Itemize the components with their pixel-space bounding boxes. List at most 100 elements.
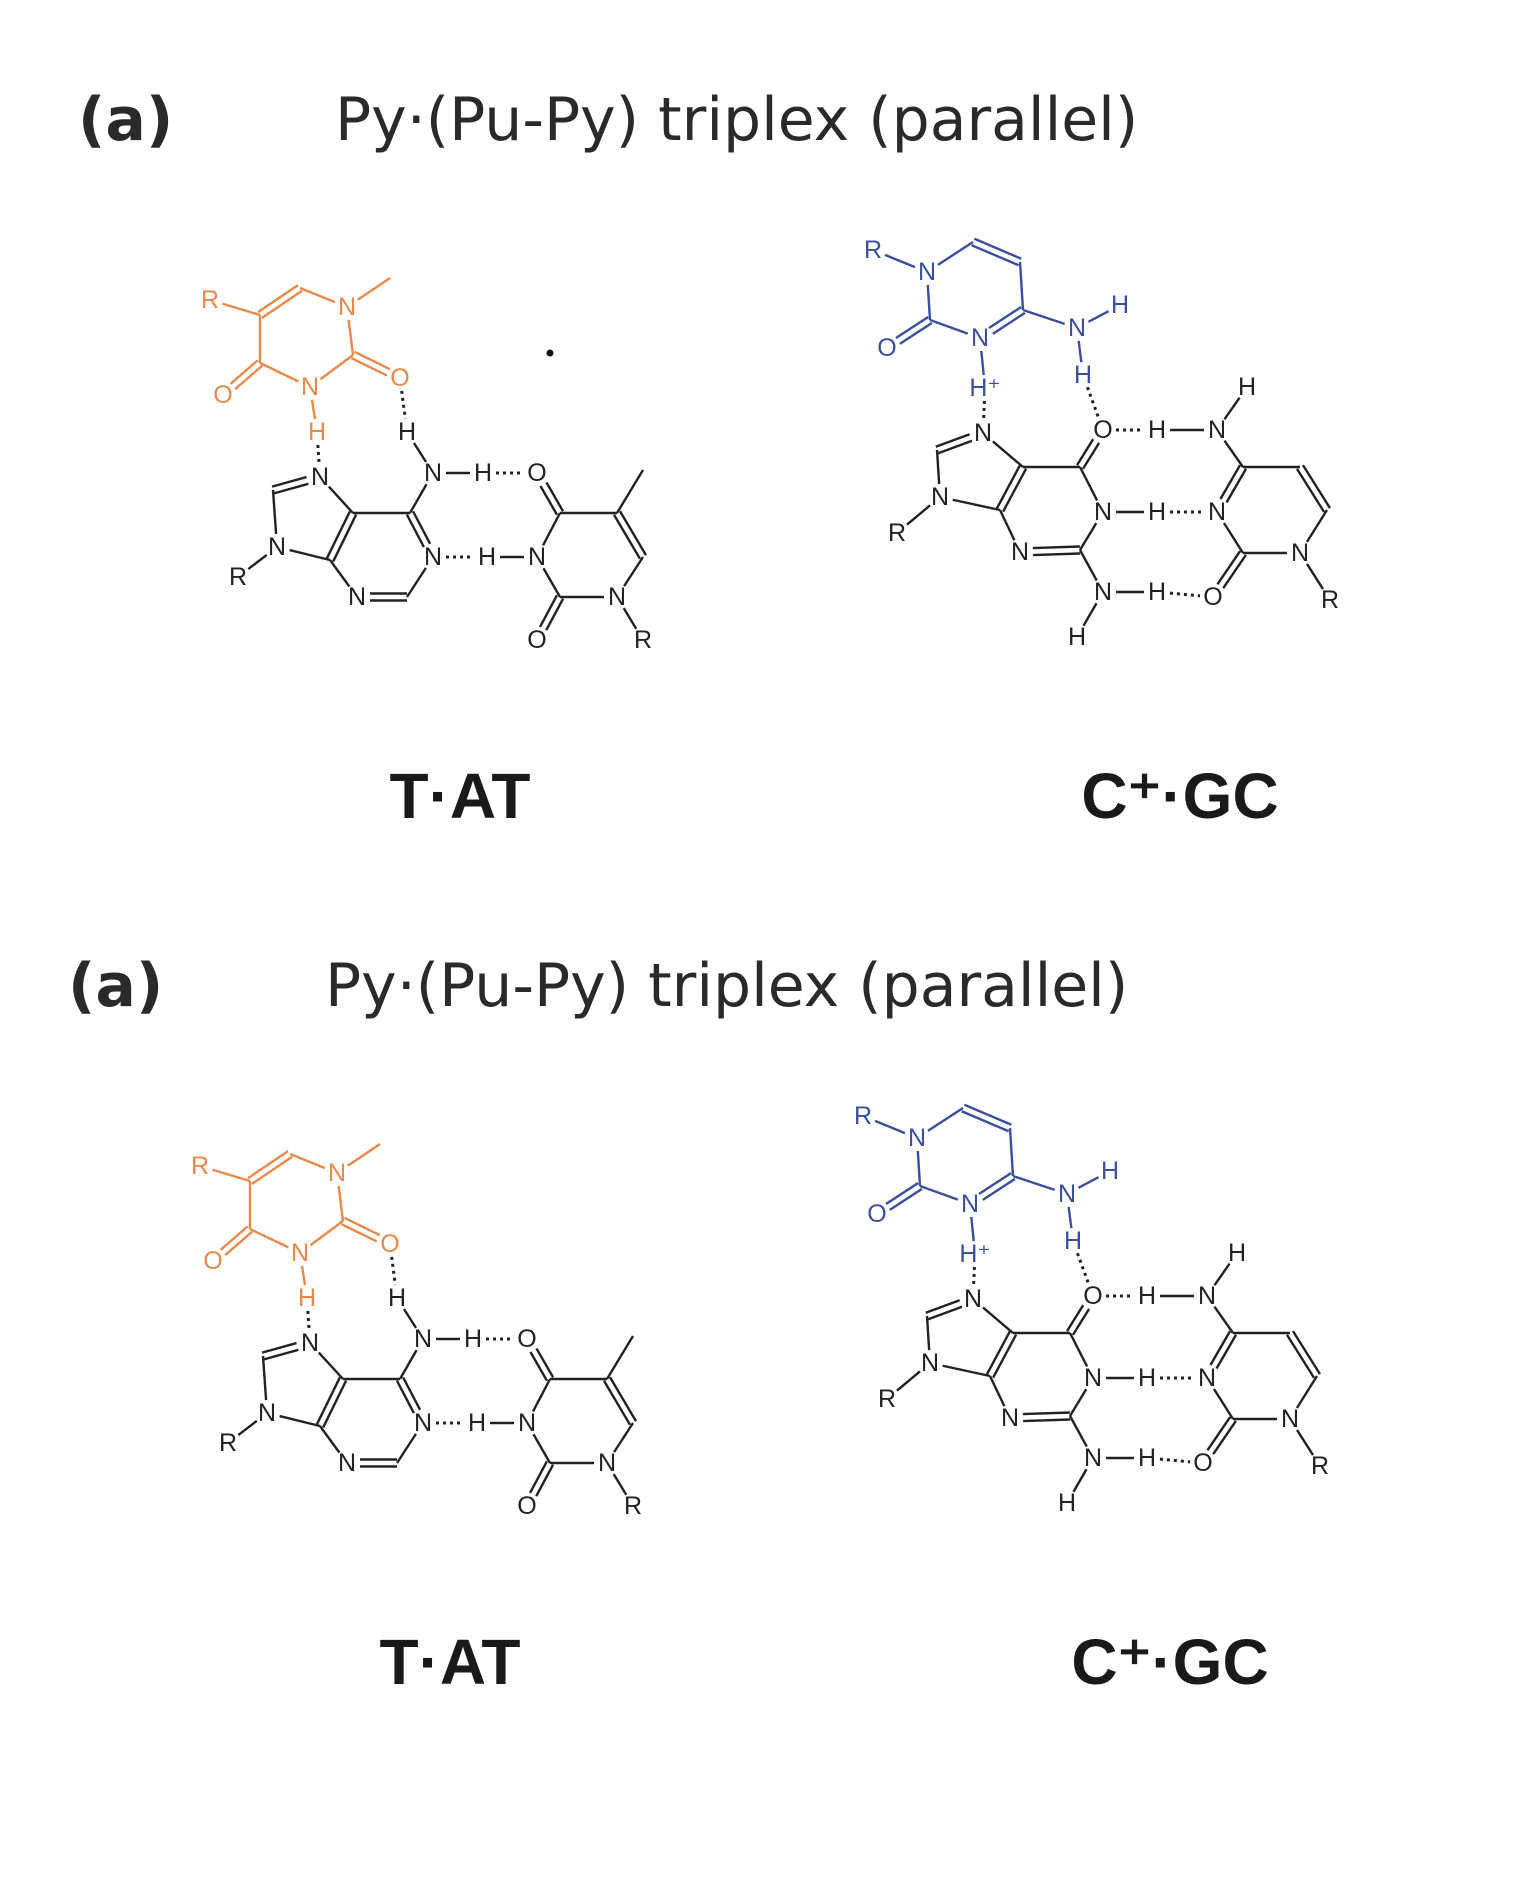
- double-bond-line: [545, 481, 565, 512]
- atom-label: O: [380, 1230, 399, 1258]
- atom-label: H: [478, 543, 496, 571]
- atom-label: O: [527, 459, 546, 487]
- double-bond-line: [1286, 1334, 1316, 1379]
- double-bond-line: [234, 364, 264, 391]
- atom-label: H: [474, 459, 492, 487]
- bond: [906, 504, 931, 526]
- atom-label: H: [1148, 416, 1166, 444]
- bond: [1223, 439, 1244, 468]
- bond: [884, 253, 916, 269]
- double-bond-line: [271, 475, 307, 488]
- bond: [1072, 1468, 1088, 1493]
- bond: [937, 240, 974, 266]
- atom-label: R: [191, 1152, 209, 1180]
- atom-label: O: [390, 364, 409, 392]
- double-bond-line: [1023, 1418, 1071, 1423]
- atom-label: N: [1291, 539, 1309, 567]
- atom-label: N: [964, 1285, 982, 1313]
- double-bond-line: [402, 1376, 422, 1411]
- bond: [398, 1349, 418, 1380]
- atom-label: N: [931, 483, 949, 511]
- bond: [327, 485, 354, 514]
- atom-label: H: [468, 1409, 486, 1437]
- double-bond-line: [219, 1225, 249, 1251]
- hydrogen-bond: [400, 390, 407, 420]
- atom-label: R: [1311, 1452, 1329, 1480]
- atom-label: N: [414, 1409, 432, 1437]
- double-bond-line: [344, 1216, 381, 1237]
- double-bond-line: [405, 514, 425, 548]
- atom-label: R: [201, 286, 219, 314]
- hydrogen-bond: [1159, 1457, 1191, 1464]
- atom-label: H: [1068, 623, 1086, 651]
- bond: [212, 1168, 251, 1183]
- bond: [299, 286, 336, 304]
- double-bond-line: [992, 1334, 1018, 1379]
- bond: [1077, 1176, 1100, 1189]
- bond: [1022, 308, 1066, 326]
- double-bond-line: [1066, 1304, 1085, 1332]
- bond: [542, 567, 562, 598]
- double-bond-line: [988, 306, 1022, 329]
- atom-label: O: [1083, 1282, 1102, 1310]
- atom-label: N: [908, 1124, 926, 1152]
- atom-label: N: [1198, 1282, 1216, 1310]
- bond: [412, 442, 428, 463]
- hydrogen-bond: [316, 444, 321, 465]
- double-bond-line: [1076, 438, 1095, 466]
- double-bond-line: [1222, 554, 1247, 589]
- atom-label: N: [971, 324, 989, 352]
- double-bond-line: [1071, 1308, 1091, 1336]
- atom-label: N: [311, 463, 329, 491]
- double-bond-line: [251, 1155, 293, 1185]
- atom-label: N: [1011, 538, 1029, 566]
- double-bond-line: [978, 1172, 1012, 1195]
- atom-label: R: [624, 1492, 642, 1520]
- atom-label: N: [1208, 416, 1226, 444]
- atom-label: O: [877, 334, 896, 362]
- atom-label: O: [517, 1492, 536, 1520]
- atom-label: N: [414, 1325, 432, 1353]
- atom-label: N: [328, 1159, 346, 1187]
- atom-label: N: [338, 293, 356, 321]
- atom-label: O: [203, 1247, 222, 1275]
- bond: [998, 509, 1016, 541]
- bond: [1223, 396, 1241, 421]
- panel-tag: (a): [68, 951, 163, 1021]
- atom-label: O: [527, 626, 546, 654]
- double-bond-line: [608, 1376, 638, 1422]
- double-bond-line: [1225, 468, 1248, 504]
- double-bond-line: [1002, 468, 1028, 513]
- bond: [347, 1143, 381, 1167]
- bond: [329, 559, 351, 588]
- double-bond-line: [528, 1460, 548, 1494]
- double-bond-line: [229, 359, 259, 385]
- bond: [1012, 1174, 1056, 1192]
- double-bond-line: [1032, 545, 1080, 550]
- hydrogen-bond: [1086, 386, 1100, 419]
- c-gc-label: C⁺·GC: [1071, 1626, 1268, 1698]
- double-bond-line: [963, 1103, 1012, 1126]
- atom-label: H: [1101, 1157, 1119, 1185]
- bond: [926, 284, 932, 321]
- bond: [319, 1425, 341, 1454]
- bond: [916, 1150, 922, 1187]
- bond: [615, 469, 645, 514]
- atom-label: H: [1064, 1227, 1082, 1255]
- bond: [1078, 549, 1098, 582]
- bond: [896, 1370, 921, 1392]
- atom-label: H: [1238, 373, 1256, 401]
- hydrogen-bond: [982, 400, 986, 421]
- atom-label: H: [1148, 498, 1166, 526]
- bond: [249, 1227, 289, 1249]
- bond: [929, 318, 969, 335]
- double-bond-line: [985, 1330, 1011, 1375]
- double-bond-line: [925, 1299, 961, 1314]
- double-bond-line: [895, 316, 929, 339]
- atom-label: N: [1094, 498, 1112, 526]
- atom-label: R: [864, 236, 882, 264]
- bond: [532, 1433, 552, 1464]
- atom-label: N: [424, 543, 442, 571]
- double-bond-line: [538, 594, 558, 628]
